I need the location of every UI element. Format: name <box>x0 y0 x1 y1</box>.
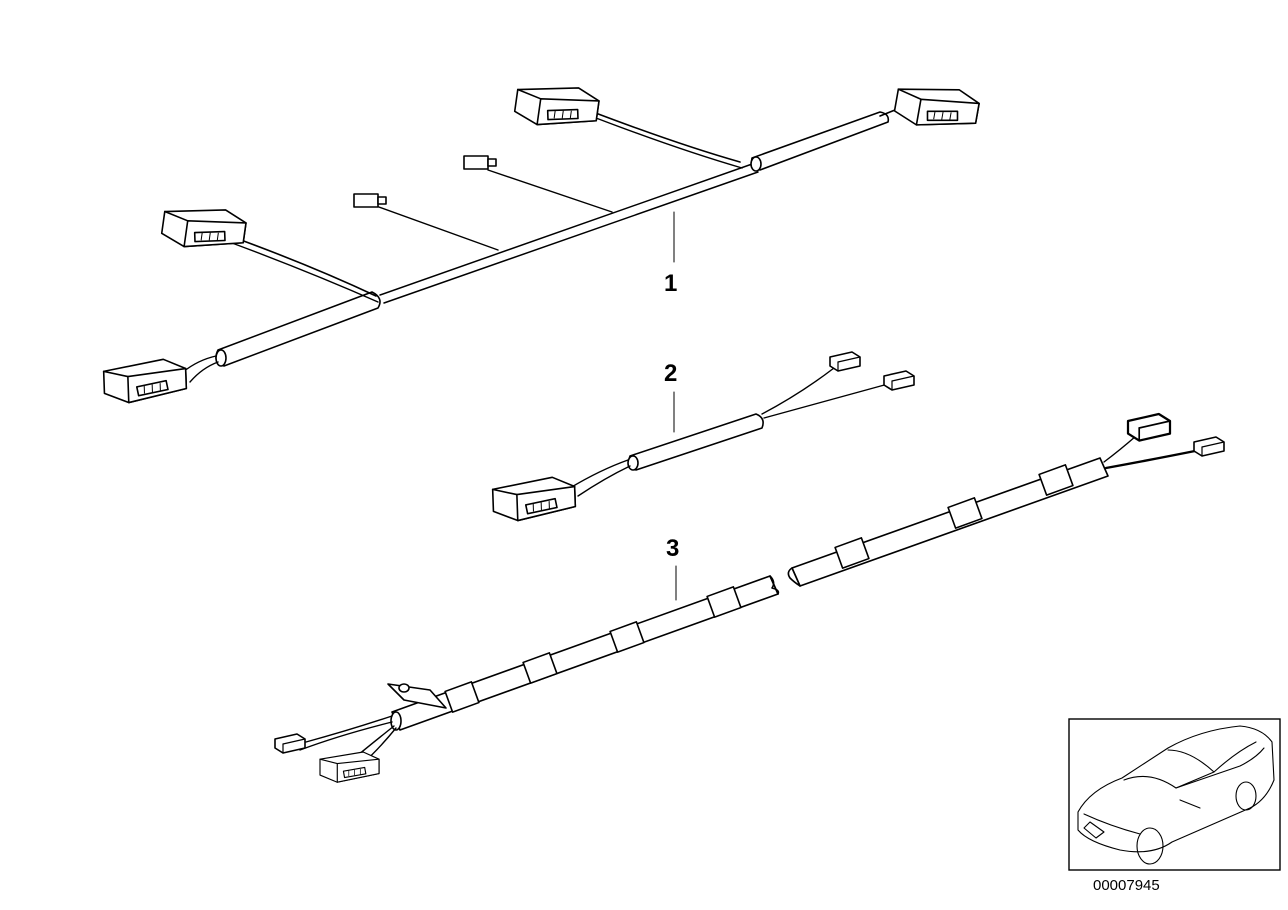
callout-2: 2 <box>664 360 677 387</box>
harness-1: 1 <box>102 78 982 405</box>
harness-3: 3 <box>274 412 1225 783</box>
callout-3: 3 <box>666 535 679 562</box>
callout-1: 1 <box>664 270 677 297</box>
car-inset: 00007945 <box>1068 718 1281 894</box>
harness-2: 2 <box>491 351 915 523</box>
diagram-number: 00007945 <box>1093 877 1160 894</box>
car-silhouette-icon <box>1077 725 1275 865</box>
